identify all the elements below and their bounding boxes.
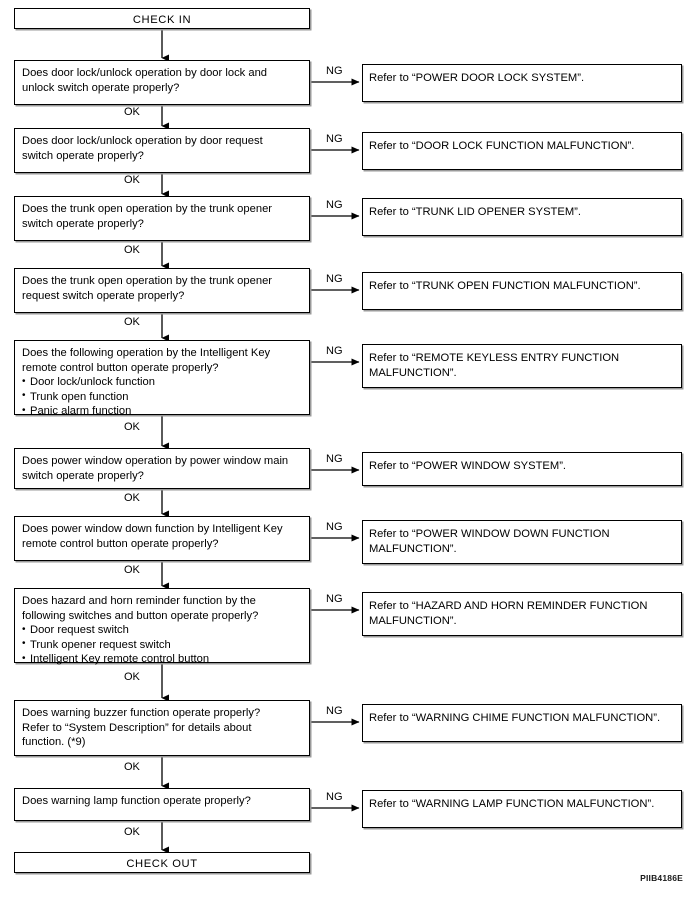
- branch-label-ng-trunk-opener-switch: NG: [326, 199, 343, 211]
- decision-bullet-item: Intelligent Key remote control button: [22, 652, 302, 667]
- figure-code: PIIB4186E: [640, 873, 683, 883]
- reference-line: Refer to “TRUNK LID OPENER SYSTEM”.: [369, 206, 581, 218]
- reference-box-power-window-down-remote: Refer to “POWER WINDOW DOWN FUNCTION MALF…: [362, 520, 682, 564]
- branch-label-ng-warning-lamp: NG: [326, 791, 343, 803]
- reference-box-door-lock-unlock-switch: Refer to “POWER DOOR LOCK SYSTEM”.: [362, 64, 682, 102]
- branch-label-ng-door-request-switch: NG: [326, 133, 343, 145]
- decision-line: Does door lock/unlock operation by door …: [22, 135, 263, 147]
- decision-box-warning-lamp: Does warning lamp function operate prope…: [14, 788, 310, 821]
- decision-box-door-request-switch: Does door lock/unlock operation by door …: [14, 128, 310, 173]
- decision-line: Does warning buzzer function operate pro…: [22, 707, 261, 719]
- branch-label-ok-warning-lamp: OK: [124, 825, 140, 838]
- reference-line: MALFUNCTION”.: [369, 542, 457, 555]
- reference-line: Refer to “TRUNK OPEN FUNCTION MALFUNCTIO…: [369, 280, 641, 292]
- reference-box-trunk-opener-request-switch: Refer to “TRUNK OPEN FUNCTION MALFUNCTIO…: [362, 272, 682, 310]
- decision-line: Does power window operation by power win…: [22, 455, 289, 467]
- decision-bullet-list: Door lock/unlock functionTrunk open func…: [22, 375, 302, 419]
- decision-line: Does the trunk open operation by the tru…: [22, 203, 273, 215]
- decision-box-warning-buzzer: Does warning buzzer function operate pro…: [14, 700, 310, 756]
- reference-box-warning-buzzer: Refer to “WARNING CHIME FUNCTION MALFUNC…: [362, 704, 682, 742]
- decision-line: Does the following operation by the Inte…: [22, 347, 271, 359]
- decision-line: request switch operate properly?: [22, 289, 185, 302]
- branch-label-ok-door-request-switch: OK: [124, 173, 140, 186]
- decision-line: switch operate properly?: [22, 469, 144, 482]
- reference-line: Refer to “POWER DOOR LOCK SYSTEM”.: [369, 72, 585, 84]
- decision-box-door-lock-unlock-switch: Does door lock/unlock operation by door …: [14, 60, 310, 105]
- reference-line: Refer to “POWER WINDOW SYSTEM”.: [369, 460, 567, 472]
- decision-line: unlock switch operate properly?: [22, 81, 180, 94]
- decision-line: switch operate properly?: [22, 217, 144, 230]
- reference-line: Refer to “REMOTE KEYLESS ENTRY FUNCTION: [369, 352, 620, 364]
- terminal-check-out-label: CHECK OUT: [126, 858, 198, 870]
- decision-line: Does door lock/unlock operation by door …: [22, 67, 268, 79]
- terminal-check-in: CHECK IN: [14, 8, 310, 29]
- branch-label-ng-hazard-horn-reminder: NG: [326, 593, 343, 605]
- branch-label-ok-warning-buzzer: OK: [124, 761, 140, 773]
- branch-label-ng-warning-buzzer: NG: [326, 705, 343, 717]
- branch-label-ng-power-window-down-remote: NG: [326, 521, 343, 533]
- branch-label-ng-door-lock-unlock-switch: NG: [326, 65, 343, 77]
- reference-line: Refer to “POWER WINDOW DOWN FUNCTION: [369, 528, 610, 540]
- branch-label-ok-trunk-opener-switch: OK: [124, 243, 140, 256]
- decision-box-hazard-horn-reminder: Does hazard and horn reminder function b…: [14, 588, 310, 666]
- decision-box-power-window-down-remote: Does power window down function by Intel…: [14, 516, 310, 561]
- decision-box-power-window-main-switch: Does power window operation by power win…: [14, 448, 310, 489]
- decision-line: switch operate properly?: [22, 149, 144, 162]
- branch-label-ok-door-lock-unlock-switch: OK: [124, 105, 140, 118]
- decision-bullet-item: Trunk opener request switch: [22, 637, 302, 653]
- decision-line: function. (*9): [22, 736, 86, 749]
- decision-bullet-item: Panic alarm function: [22, 404, 302, 419]
- decision-line: remote control button operate properly?: [22, 361, 219, 374]
- reference-line: Refer to “WARNING CHIME FUNCTION MALFUNC…: [369, 712, 661, 724]
- decision-bullet-item: Door request switch: [22, 623, 302, 638]
- reference-line: MALFUNCTION”.: [369, 366, 457, 379]
- terminal-check-in-label: CHECK IN: [132, 14, 192, 26]
- reference-box-hazard-horn-reminder: Refer to “HAZARD AND HORN REMINDER FUNCT…: [362, 592, 682, 636]
- reference-box-power-window-main-switch: Refer to “POWER WINDOW SYSTEM”.: [362, 452, 682, 486]
- terminal-check-out: CHECK OUT: [14, 852, 310, 873]
- decision-line: Refer to “System Description” for detail…: [22, 721, 252, 734]
- decision-box-trunk-opener-switch: Does the trunk open operation by the tru…: [14, 196, 310, 241]
- decision-line: Does hazard and horn reminder function b…: [22, 595, 256, 607]
- decision-box-trunk-opener-request-switch: Does the trunk open operation by the tru…: [14, 268, 310, 313]
- reference-box-warning-lamp: Refer to “WARNING LAMP FUNCTION MALFUNCT…: [362, 790, 682, 828]
- branch-label-ok-intelligent-key-remote-control-button: OK: [124, 420, 140, 433]
- decision-line: Does power window down function by Intel…: [22, 523, 283, 535]
- branch-label-ng-intelligent-key-remote-control-button: NG: [326, 345, 343, 357]
- decision-line: following switches and button operate pr…: [22, 609, 259, 622]
- branch-label-ok-hazard-horn-reminder: OK: [124, 670, 140, 683]
- decision-line: Does warning lamp function operate prope…: [22, 795, 251, 807]
- reference-box-trunk-opener-switch: Refer to “TRUNK LID OPENER SYSTEM”.: [362, 198, 682, 236]
- branch-label-ok-power-window-down-remote: OK: [124, 563, 140, 576]
- decision-bullet-list: Door request switchTrunk opener request …: [22, 623, 302, 667]
- decision-bullet-item: Door lock/unlock function: [22, 375, 302, 390]
- reference-line: Refer to “HAZARD AND HORN REMINDER FUNCT…: [369, 600, 648, 612]
- branch-label-ng-power-window-main-switch: NG: [326, 453, 343, 465]
- branch-label-ng-trunk-opener-request-switch: NG: [326, 273, 343, 285]
- decision-line: remote control button operate properly?: [22, 537, 219, 550]
- reference-line: MALFUNCTION”.: [369, 614, 457, 627]
- branch-label-ok-trunk-opener-request-switch: OK: [124, 315, 140, 328]
- decision-bullet-item: Trunk open function: [22, 389, 302, 405]
- decision-box-intelligent-key-remote-control-button: Does the following operation by the Inte…: [14, 340, 310, 418]
- decision-line: Does the trunk open operation by the tru…: [22, 275, 273, 287]
- reference-box-door-request-switch: Refer to “DOOR LOCK FUNCTION MALFUNCTION…: [362, 132, 682, 170]
- reference-line: Refer to “WARNING LAMP FUNCTION MALFUNCT…: [369, 798, 655, 810]
- reference-line: Refer to “DOOR LOCK FUNCTION MALFUNCTION…: [369, 140, 635, 152]
- branch-label-ok-power-window-main-switch: OK: [124, 491, 140, 504]
- reference-box-intelligent-key-remote-control-button: Refer to “REMOTE KEYLESS ENTRY FUNCTION M…: [362, 344, 682, 388]
